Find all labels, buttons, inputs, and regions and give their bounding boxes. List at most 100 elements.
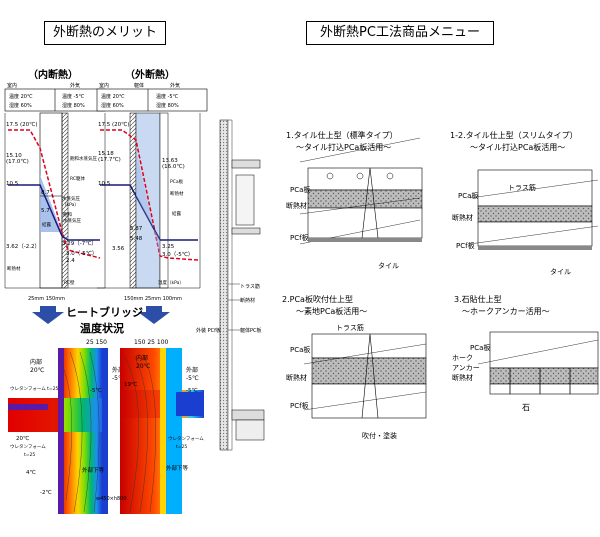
inner-a1: 飽和水蒸気圧 (70, 155, 97, 162)
m2-subtitle: ～素地PCa板活用～ (296, 306, 367, 316)
outer-v3: (17.7℃) (98, 156, 121, 163)
m1-insulation: 断熱材 (286, 201, 307, 210)
m12-insulation: 断熱材 (452, 213, 473, 222)
m1-pcf: PCf板 (290, 233, 309, 242)
outer-v7: 5.87 (130, 226, 143, 232)
inner-label: （内断熱） (28, 68, 78, 81)
inner-a6: 断熱材 (7, 265, 21, 272)
hl-t25: t=25 (24, 452, 35, 458)
inner-outside: 外気 (70, 82, 80, 89)
hl-foam2: ウレタンフォーム (10, 443, 46, 450)
m12-tile: タイル (550, 267, 571, 276)
outer-v11: 3.0（-5℃） (162, 251, 193, 258)
outer-temp-out: 温度 -5℃ (156, 93, 179, 100)
inner-v4: 10.5 (6, 181, 19, 187)
inner-v2: 15.10 (6, 153, 22, 159)
outer-outside: 外気 (170, 82, 180, 89)
menu-item-3: 3.石貼仕上型 ～ホークアンカー活用～ PCa板 ホーク アンカー 断熱材 石 (452, 294, 599, 412)
inner-v1: 17.5 (20℃) (6, 121, 37, 128)
hl-inside: 内部 (30, 358, 42, 366)
outer-v2: 15.18 (98, 151, 114, 157)
m3-pca: PCa板 (470, 343, 490, 352)
inner-a10: 水蒸気圧 (63, 217, 81, 224)
inner-a7: RC壁 (64, 279, 75, 286)
hl-outside: 外部 (112, 366, 124, 374)
menu-item-1-2: 1-2.タイル仕上型（スリムタイプ） ～タイル打込PCa板活用～ PCa板 トラ… (450, 130, 599, 276)
inner-a9: 飽和 (63, 211, 72, 218)
inner-hum-out: 湿度 80% (62, 102, 85, 109)
outer-v10: 3.25 (162, 244, 175, 250)
m3-anchor: アンカー (452, 364, 480, 372)
outer-v6: (16.0℃) (162, 163, 185, 170)
m3-title: 3.石貼仕上型 (454, 294, 502, 304)
hl-inside-temp: 20℃ (30, 367, 45, 374)
m1-subtitle: ～タイル打込PCa板活用～ (296, 142, 391, 152)
menu-item-1: 1.タイル仕上型（標準タイプ） ～タイル打込PCa板活用～ PCa板 断熱材 P… (286, 130, 423, 270)
outer-v9: 3.56 (112, 246, 125, 252)
inner-a4: （kPa） (62, 202, 79, 208)
mid-body-pc: 躯体PC板 (240, 327, 262, 334)
inner-v6: 5.7 (41, 208, 50, 214)
hl-c-20: 20℃ (16, 435, 29, 442)
outer-label: （外断熱） (125, 68, 175, 81)
m2-insulation: 断熱材 (286, 373, 307, 382)
outer-hum-in: 湿度 60% (101, 102, 124, 109)
menu-item-2: 2.PCa板吹付仕上型 ～素地PCa板活用～ トラス筋 PCa板 断熱材 PCf… (282, 294, 427, 440)
m12-pca: PCa板 (458, 191, 478, 200)
inner-a2: RC躯体 (70, 175, 86, 182)
hr-size: w450×h800 (96, 496, 127, 502)
heat-map-left: 内部 20℃ 外部 -5℃ ウレタンフォーム t=25 -5℃ 20℃ ウレタン… (8, 348, 125, 514)
outer-body: 躯体 (134, 82, 144, 89)
hr-c19: 19℃ (124, 381, 137, 388)
right-title: 外断熱PC工法商品メニュー (306, 21, 494, 45)
outer-temp-in: 温度 20℃ (101, 93, 125, 100)
hr-outside-temp: -5℃ (186, 375, 199, 382)
m12-truss: トラス筋 (508, 183, 536, 192)
hr-c-neg5: -5℃ (186, 387, 198, 394)
left-title: 外断熱のメリット (44, 21, 166, 45)
outer-insulation-chart: （外断熱） 室内 躯体 外気 温度 20℃ 湿度 60% 温度 -5℃ 湿度 8… (96, 68, 208, 302)
m12-pcf: PCf板 (456, 241, 475, 250)
inner-v3: (17.0℃) (6, 158, 29, 165)
outer-a5: 温度（kPa） (158, 279, 184, 286)
inner-v8: 3.29（-7℃） (62, 240, 97, 247)
inner-a5: 結露 (42, 221, 51, 228)
outer-v1: 17.5 (20℃) (98, 121, 129, 128)
m1-tile: タイル (378, 261, 399, 270)
hl-foam: ウレタンフォーム t=25 (10, 385, 59, 392)
outer-hum-out: 湿度 80% (156, 102, 179, 109)
inner-v9: 3.0（-5℃） (66, 250, 97, 257)
m2-pca: PCa板 (290, 345, 310, 354)
hl-c-4: 4℃ (26, 469, 36, 476)
hl-outside-temp: -5℃ (112, 375, 125, 382)
m12-title: 1-2.タイル仕上型（スリムタイプ） (450, 130, 578, 140)
m3-insulation: 断熱材 (452, 373, 473, 382)
outer-v5: 13.63 (162, 158, 178, 164)
mid-inner-pcf: 外装 PCf板 (196, 327, 221, 334)
inner-temp-out: 温度 -5℃ (62, 93, 85, 100)
inner-hum-in: 湿度 60% (9, 102, 32, 109)
hr-inside-temp: 20℃ (136, 363, 151, 370)
m12-subtitle: ～タイル打込PCa板活用～ (470, 142, 565, 152)
inner-a3: 水蒸気圧 (62, 195, 80, 202)
inner-v10: 2.4 (66, 258, 75, 264)
heat-title: ヒートブリッジ (66, 305, 143, 319)
inner-room: 室内 (7, 82, 17, 89)
heat-dims-right: 150 25 100 (134, 339, 169, 346)
mid-truss: トラス筋 (240, 283, 260, 290)
middle-section: トラス筋 断熱材 外装 PCf板 躯体PC板 (196, 119, 265, 451)
hr-under: 外部下等 (166, 464, 189, 472)
inner-v7: 3.62（-2.2） (6, 243, 40, 250)
hr-foam: ウレタンフォーム (168, 435, 204, 442)
m1-pca: PCa板 (290, 185, 310, 194)
outer-a2: PCa板 (170, 178, 184, 185)
hl-under: 外部下等 (82, 466, 105, 474)
m2-finish: 吹付・塗装 (362, 431, 397, 440)
hl-c-neg2: -2℃ (40, 489, 52, 496)
outer-v8: 5.48 (130, 236, 143, 242)
inner-v5: 8.7 (41, 190, 50, 196)
outer-a4: 結露 (172, 210, 181, 217)
hr-outside: 外部 (186, 366, 198, 374)
m3-stone: 石 (522, 403, 530, 412)
